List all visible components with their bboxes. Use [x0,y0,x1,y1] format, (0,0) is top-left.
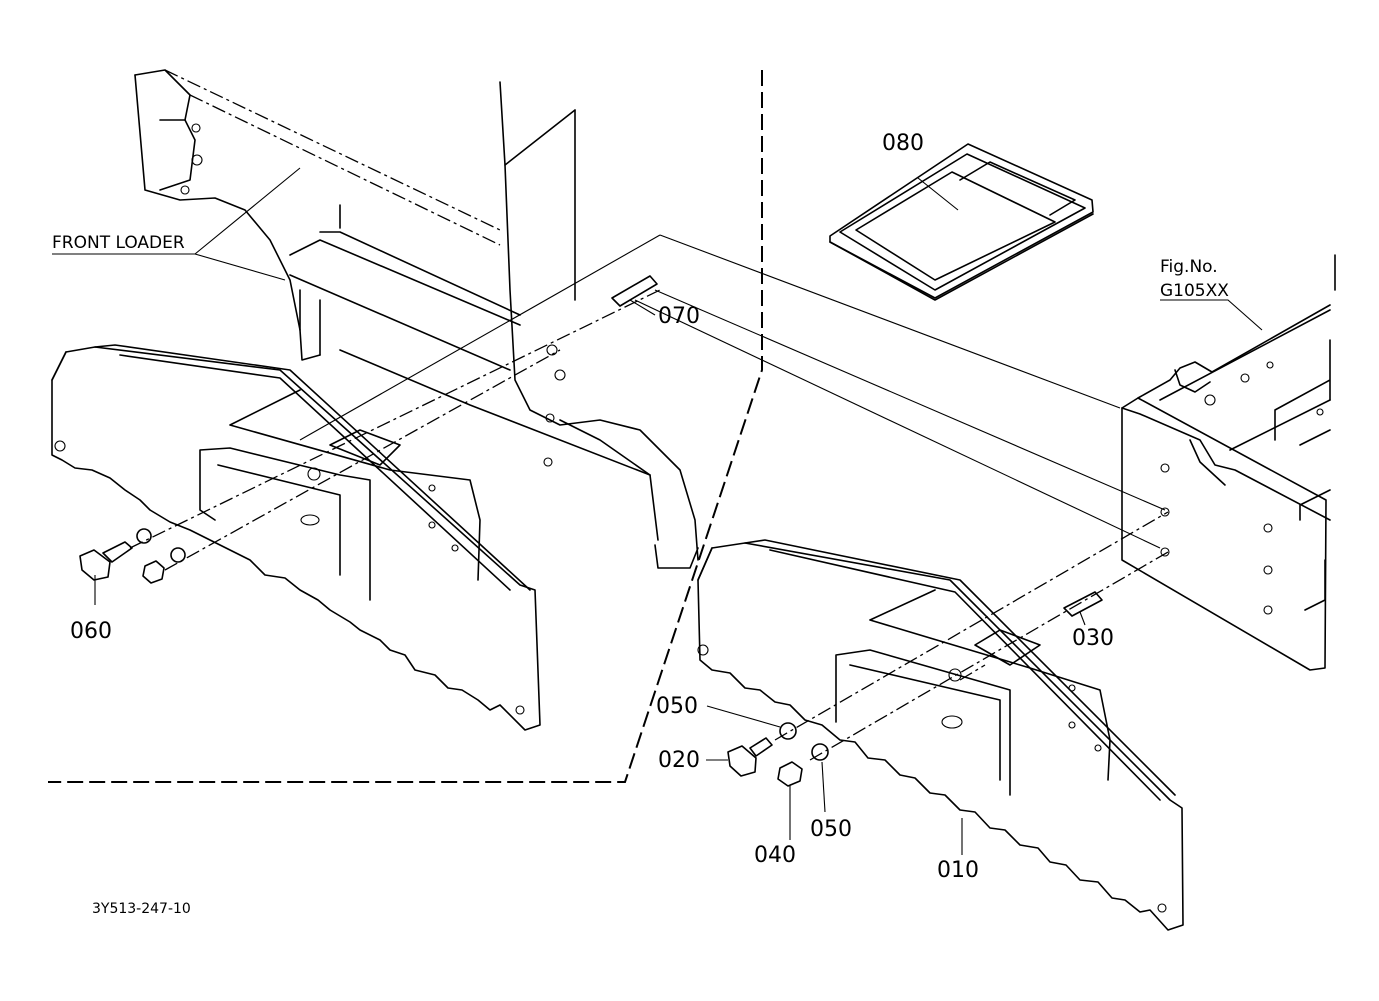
detail-inset-boundary [48,70,763,783]
bolt-020 [727,737,773,777]
label-fig-no-value: G105XX [1160,281,1229,301]
nut-040 [777,761,803,787]
left-washer-2 [170,547,186,563]
left-nut [142,560,165,584]
stud-070 [611,275,658,307]
callout-010: 010 [937,858,979,883]
callout-060: 060 [70,619,112,644]
callout-050-upper: 050 [656,694,698,719]
left-front-weight-bracket [51,344,541,731]
label-fig-no: Fig.No. [1160,257,1218,277]
callout-030: 030 [1072,626,1114,651]
left-washer [136,528,152,544]
front-weight-bracket-010 [697,539,1184,931]
callout-020: 020 [658,748,700,773]
washer-050-upper [779,722,797,740]
left-bolt-060 [79,541,133,581]
label-front-loader: FRONT LOADER [52,233,185,253]
stud-030 [1063,591,1103,617]
tractor-front-frame [1121,254,1336,671]
callout-050-lower: 050 [810,817,852,842]
front-loader-frame [134,69,699,569]
callout-070: 070 [658,304,700,329]
callout-040: 040 [754,843,796,868]
drawing-code: 3Y513-247-10 [92,901,191,917]
manual-080 [829,143,1094,301]
callout-080: 080 [882,131,924,156]
